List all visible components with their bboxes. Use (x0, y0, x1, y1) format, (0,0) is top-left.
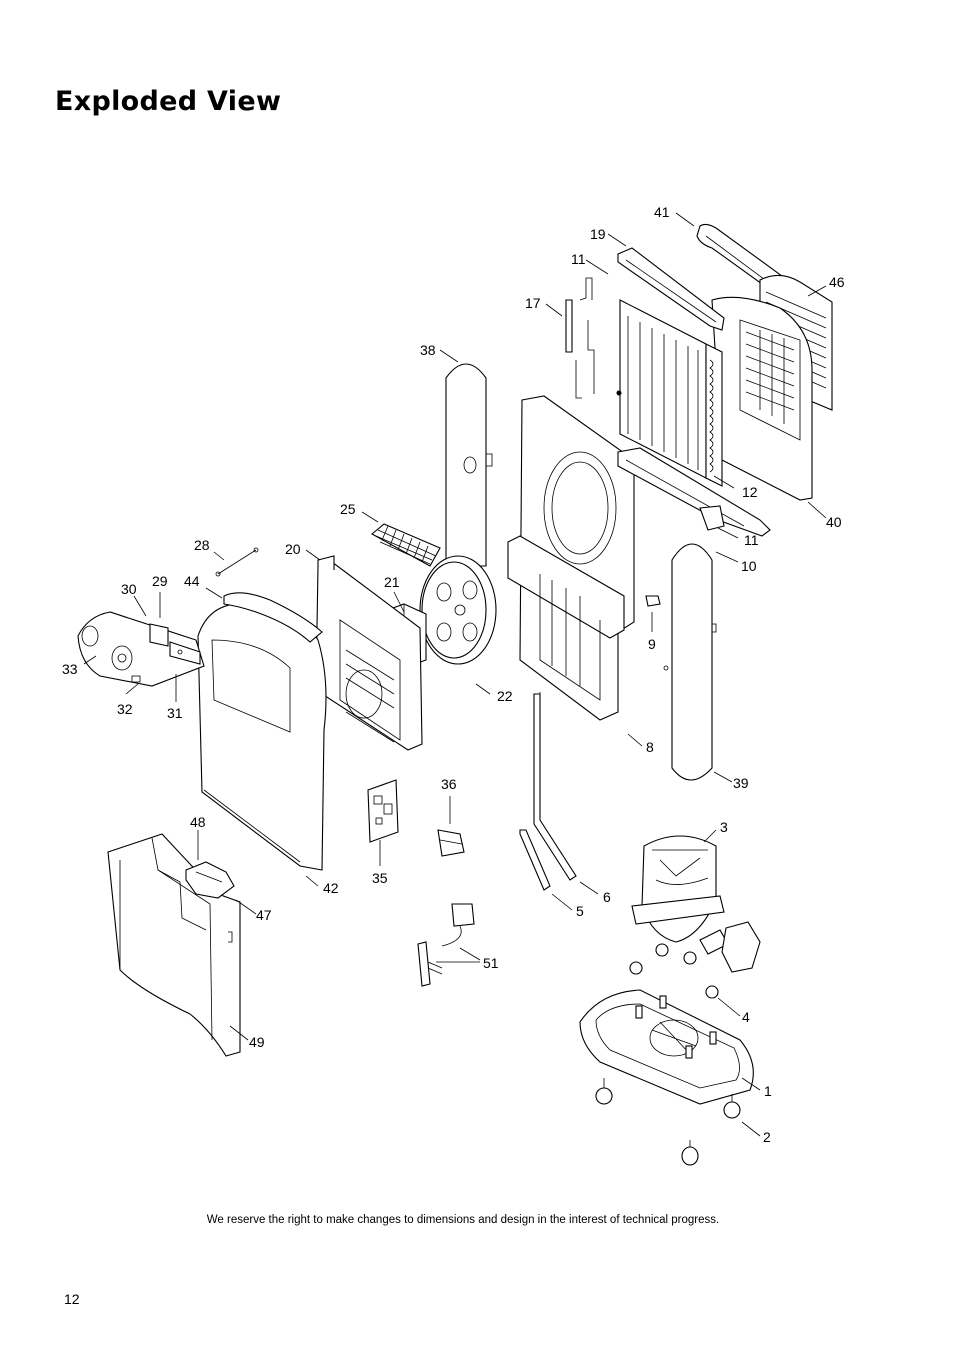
part-29-switch (149, 623, 169, 647)
callout-40: 40 (826, 514, 842, 530)
callout-19: 19 (590, 226, 606, 242)
part-1-base-tray (579, 989, 754, 1105)
part-35-pcb (367, 779, 399, 843)
callout-29: 29 (152, 573, 168, 589)
callout-20: 20 (285, 541, 301, 557)
part-22-fan-wheel (419, 555, 497, 665)
callout-17: 17 (525, 295, 541, 311)
part-8-chassis (507, 395, 635, 721)
part-36-capacitor (437, 829, 465, 857)
callout-28: 28 (194, 537, 210, 553)
part-10-12-drain-channel (617, 447, 771, 537)
part-32-control-panel (77, 611, 205, 687)
part-9-clip (645, 595, 661, 607)
part-38-side-panel-left (445, 363, 493, 567)
callout-5: 5 (576, 903, 584, 919)
part-25-filter (371, 523, 441, 567)
page-title: Exploded View (55, 86, 282, 117)
callout-41: 41 (654, 204, 670, 220)
part-28-rod (215, 547, 259, 577)
part-44-top-trim (223, 592, 323, 643)
part-11-evaporator (616, 299, 723, 487)
footnote: We reserve the right to make changes to … (206, 1214, 720, 1226)
callout-33: 33 (62, 661, 78, 677)
part-17-capillary-tubes (565, 277, 595, 399)
callout-2: 2 (763, 1129, 771, 1145)
callout-48: 48 (190, 814, 206, 830)
part-49-water-tank (107, 833, 241, 1057)
callout-30: 30 (121, 581, 137, 597)
callout-49: 49 (249, 1034, 265, 1050)
part-31-bracket (169, 641, 201, 665)
callout-25: 25 (340, 501, 356, 517)
callout-8: 8 (646, 739, 654, 755)
callout-12: 12 (742, 484, 758, 500)
callout-21: 21 (384, 574, 400, 590)
callout-4: 4 (742, 1009, 750, 1025)
callout-38: 38 (420, 342, 436, 358)
callout-labels: 41 19 11 46 17 38 12 40 25 11 10 28 20 2… (62, 204, 845, 1145)
callout-32: 32 (117, 701, 133, 717)
part-19-top-panel (617, 247, 725, 331)
part-3-compressor (631, 835, 729, 955)
callout-31: 31 (167, 705, 183, 721)
part-42-front-cover (197, 603, 327, 871)
part-40-back-cover (711, 296, 813, 501)
callout-36: 36 (441, 776, 457, 792)
callout-3: 3 (720, 819, 728, 835)
callout-10: 10 (741, 558, 757, 574)
callout-11: 11 (571, 251, 586, 267)
callout-11b: 11 (744, 532, 759, 548)
part-2-castors (595, 1078, 741, 1166)
callout-44: 44 (184, 573, 200, 589)
part-3-relay (721, 921, 761, 973)
part-48-float (185, 861, 235, 899)
callout-42: 42 (323, 880, 339, 896)
callout-47: 47 (256, 907, 272, 923)
callout-39: 39 (733, 775, 749, 791)
callout-6: 6 (603, 889, 611, 905)
callout-1: 1 (764, 1083, 772, 1099)
part-20-front-frame (315, 555, 423, 751)
callout-51: 51 (483, 955, 499, 971)
part-5-6-pipes (519, 692, 577, 891)
part-39-side-panel-right (663, 543, 717, 781)
callout-46: 46 (829, 274, 845, 290)
callout-9: 9 (648, 636, 656, 652)
part-51-valve (417, 903, 475, 987)
callout-22: 22 (497, 688, 513, 704)
leader-lines (83, 212, 827, 1137)
page-number: 12 (64, 1291, 80, 1307)
part-4-grommets (629, 943, 719, 999)
callout-35: 35 (372, 870, 388, 886)
